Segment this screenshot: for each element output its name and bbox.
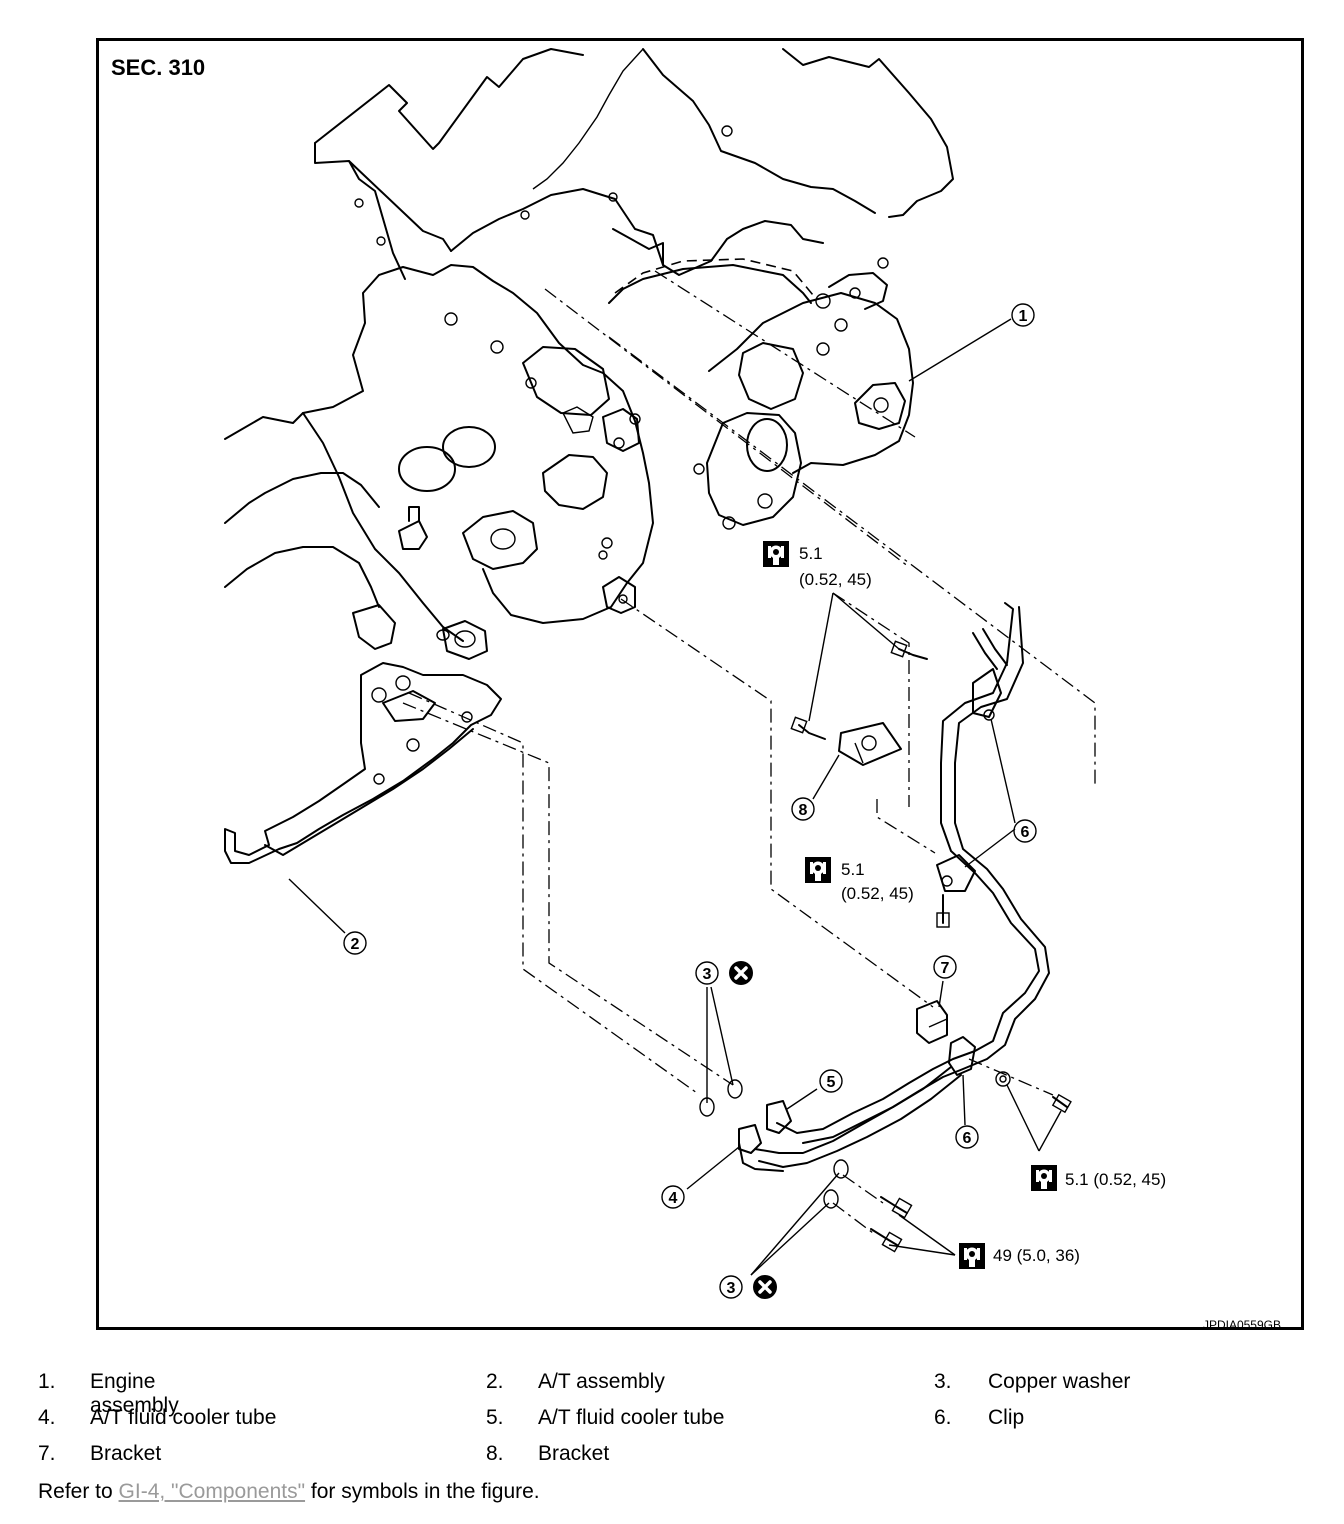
callout-8: 8 (791, 797, 815, 821)
refer-suffix: for symbols in the figure. (305, 1480, 540, 1503)
svg-text:(0.52, 45): (0.52, 45) (841, 884, 914, 903)
clip-lower (936, 854, 976, 892)
callout-6-lower: 6 (955, 1125, 979, 1149)
callout-5: 5 (819, 1069, 843, 1093)
symbol-reference-note: Refer to GI-4, "Components" for symbols … (38, 1480, 540, 1504)
svg-text:7: 7 (941, 960, 950, 977)
at-assembly (224, 264, 654, 660)
torque-spec-c: 5.1 (0.52, 45) (1031, 1165, 1166, 1191)
bracket-7 (916, 1000, 948, 1044)
svg-text:3: 3 (703, 966, 712, 983)
svg-text:5.1: 5.1 (799, 544, 823, 563)
svg-text:5.1 (0.52, 45): 5.1 (0.52, 45) (1065, 1170, 1166, 1189)
svg-text:4: 4 (669, 1190, 678, 1207)
callout-leaders (288, 318, 1062, 1276)
callout-3-lower: 3 (719, 1273, 779, 1301)
svg-text:6: 6 (963, 1130, 972, 1147)
callout-2: 2 (343, 931, 367, 955)
copper-washers (699, 1079, 849, 1209)
engine-assembly (314, 48, 954, 280)
svg-text:8: 8 (799, 802, 808, 819)
callout-6-upper: 6 (1013, 819, 1037, 843)
assembly-centerlines (402, 270, 1096, 1234)
svg-text:5.1: 5.1 (841, 860, 865, 879)
do-not-reuse-icon (751, 1273, 779, 1301)
components-reference-link[interactable]: GI-4, "Components" (118, 1480, 306, 1503)
callout-1: 1 (1011, 303, 1035, 327)
exploded-view-diagram: SEC. 310 (111, 48, 1281, 1327)
svg-text:49 (5.0, 36): 49 (5.0, 36) (993, 1246, 1080, 1265)
torque-wrench-icon (805, 857, 831, 883)
callout-7: 7 (933, 955, 957, 979)
svg-text:3: 3 (727, 1280, 736, 1297)
figure-id: JPDIA0559GB (1203, 1318, 1281, 1327)
callout-3-upper: 3 (695, 959, 755, 987)
torque-spec-b: 5.1 (0.52, 45) (805, 857, 914, 903)
torque-wrench-icon (763, 541, 789, 567)
clip-6-lower (948, 1036, 976, 1076)
bolts (790, 640, 1072, 1253)
svg-text:1: 1 (1019, 308, 1028, 325)
bracket-8 (838, 722, 902, 766)
oil-pan (224, 662, 502, 864)
svg-text:5: 5 (827, 1074, 836, 1091)
do-not-reuse-icon (727, 959, 755, 987)
section-label: SEC. 310 (111, 55, 205, 80)
torque-spec-d: 49 (5.0, 36) (959, 1243, 1080, 1269)
svg-text:2: 2 (351, 936, 360, 953)
cooler-tubes (738, 602, 1050, 1172)
engine-mount (608, 228, 914, 530)
svg-text:6: 6 (1021, 824, 1030, 841)
torque-wrench-icon (1031, 1165, 1057, 1191)
figure-frame: SEC. 310 (96, 38, 1304, 1330)
clip-upper (972, 668, 1002, 721)
callout-4: 4 (661, 1185, 685, 1209)
svg-text:(0.52, 45): (0.52, 45) (799, 570, 872, 589)
refer-prefix: Refer to (38, 1480, 119, 1503)
torque-spec-a: 5.1 (0.52, 45) (763, 541, 872, 589)
torque-wrench-icon (959, 1243, 985, 1269)
